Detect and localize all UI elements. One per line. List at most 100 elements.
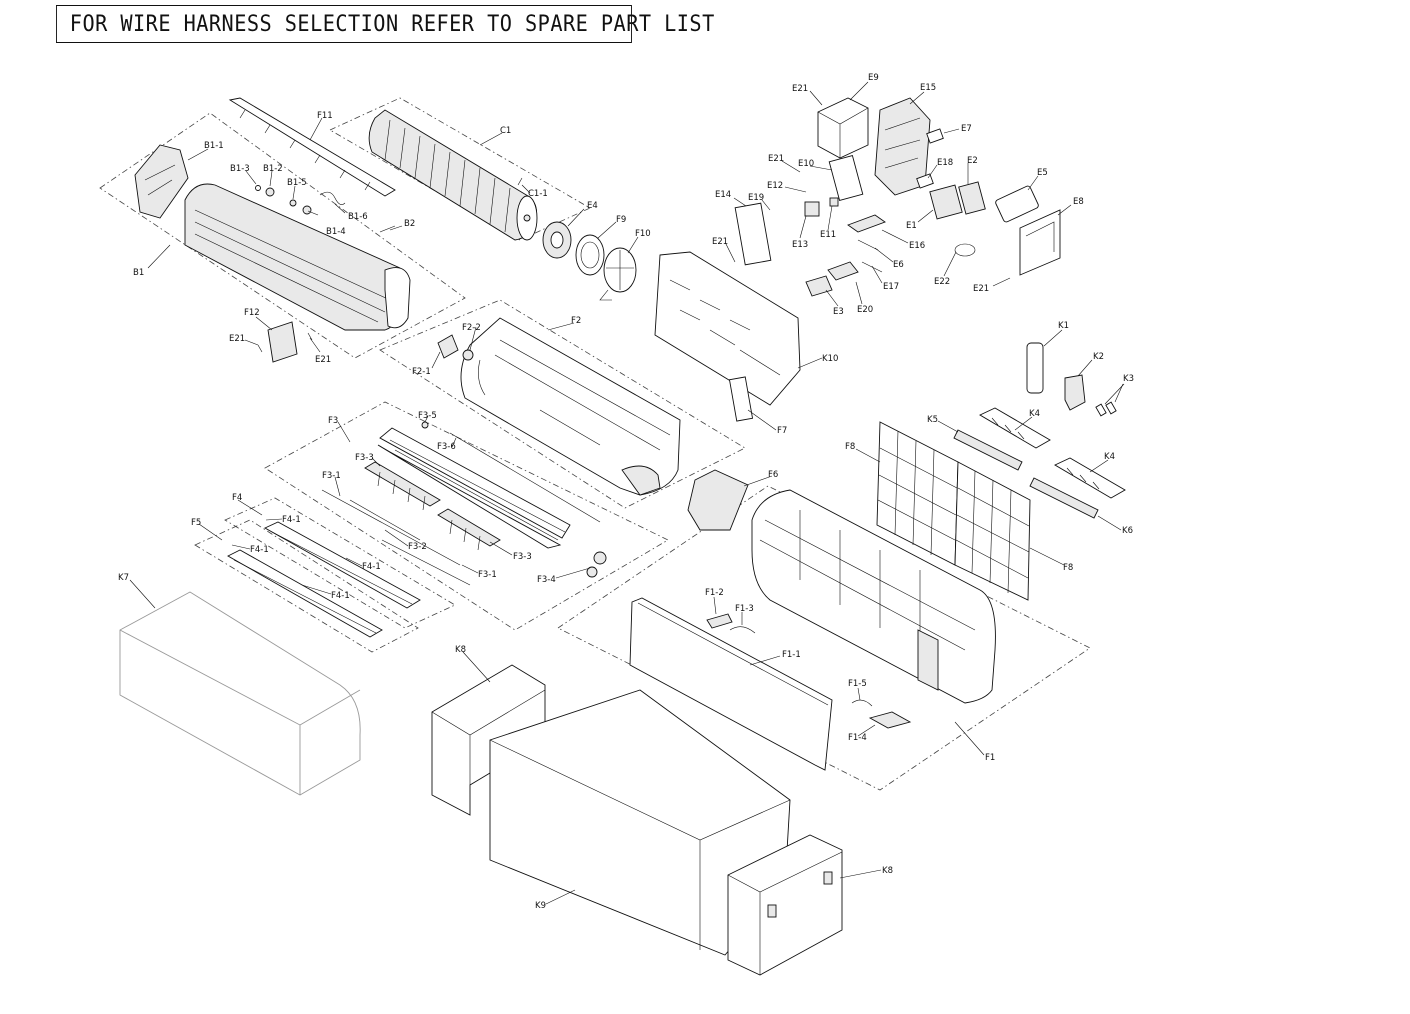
part-f12-bracket <box>267 321 298 363</box>
label-f4-1-d: F4-1 <box>331 591 350 601</box>
part-f3-3-blade-set-b <box>437 508 501 551</box>
label-e4: E4 <box>587 201 598 211</box>
label-e19: E19 <box>748 193 764 203</box>
part-f3-3-blade-set-a <box>364 461 441 511</box>
part-e4-fan-motor <box>542 221 572 259</box>
label-c1: C1 <box>500 126 511 136</box>
part-k7-protective-bag <box>119 591 361 796</box>
part-k10-back-frame <box>654 251 801 406</box>
label-b1-1: B1-1 <box>204 141 224 151</box>
part-f3-5-pin <box>421 421 429 429</box>
label-f1: F1 <box>985 753 995 763</box>
label-f1-5: F1-5 <box>848 679 867 689</box>
part-f3-1-link-b <box>381 539 471 586</box>
label-k4-a: K4 <box>1029 409 1040 419</box>
label-k1: K1 <box>1058 321 1069 331</box>
label-e5: E5 <box>1037 168 1048 178</box>
label-f4-1-b: F4-1 <box>250 545 269 555</box>
label-f3-5: F3-5 <box>418 411 437 421</box>
label-f3-4: F3-4 <box>537 575 556 585</box>
part-k4-filter-frame-a <box>979 407 1051 449</box>
part-k2-remote-holder <box>1064 374 1086 411</box>
label-b1-5: B1-5 <box>287 178 307 188</box>
label-f4: F4 <box>232 493 242 503</box>
label-e3: E3 <box>833 307 844 317</box>
label-k9: K9 <box>535 901 546 911</box>
label-e7: E7 <box>961 124 972 134</box>
part-e17-wire <box>861 261 883 273</box>
label-e11: E11 <box>820 230 836 240</box>
part-front-body <box>751 489 996 704</box>
label-f2: F2 <box>571 316 581 326</box>
label-e21-a: E21 <box>229 334 245 344</box>
label-e15: E15 <box>920 83 936 93</box>
part-e5-display-unit <box>995 185 1039 223</box>
part-f4-upper-flap <box>264 521 421 609</box>
label-e13: E13 <box>792 240 808 250</box>
part-e8-cover <box>1019 209 1061 276</box>
part-e22-thermistor <box>954 243 976 257</box>
part-e7-fuse <box>926 128 944 144</box>
label-e18: E18 <box>937 158 953 168</box>
label-f4-1-c: F4-1 <box>362 562 381 572</box>
label-e12: E12 <box>767 181 783 191</box>
label-k5: K5 <box>927 415 938 425</box>
label-f3-1-a: F3-1 <box>322 471 341 481</box>
part-e13-connector <box>804 201 820 217</box>
part-e3-thermistor-holder <box>805 275 833 297</box>
label-e14: E14 <box>715 190 731 200</box>
label-e20: E20 <box>857 305 873 315</box>
label-e16: E16 <box>909 241 925 251</box>
part-k4-filter-frame-b <box>1054 457 1126 499</box>
label-b1: B1 <box>133 268 144 278</box>
label-f12: F12 <box>244 308 260 318</box>
part-e9-control-box <box>817 97 869 159</box>
part-f3-1-link-a <box>321 489 461 566</box>
label-f7: F7 <box>777 426 787 436</box>
group-outline-b1 <box>99 112 466 359</box>
label-b1-4: B1-4 <box>326 227 346 237</box>
part-f11-strip <box>228 97 396 197</box>
label-f10: F10 <box>635 229 651 239</box>
label-k7: K7 <box>118 573 129 583</box>
label-e8: E8 <box>1073 197 1084 207</box>
group-outline-f5 <box>194 519 419 653</box>
part-b2-pin <box>379 225 396 233</box>
part-f2-2-bearing <box>462 349 474 361</box>
label-f1-3: F1-3 <box>735 604 754 614</box>
part-f2-1-damper <box>437 334 459 359</box>
label-f8-b: F8 <box>1063 563 1073 573</box>
label-f11: F11 <box>317 111 333 121</box>
part-labels: B1-1 B1-3 B1-2 B1-5 B1-6 B1-4 B2 B1 F11 … <box>118 73 1134 911</box>
label-f1-2: F1-2 <box>705 588 724 598</box>
label-k2: K2 <box>1093 352 1104 362</box>
label-c1-1: C1-1 <box>528 189 548 199</box>
part-f1-2-clip <box>706 613 733 629</box>
part-e1-pcb <box>929 184 963 220</box>
label-e21-b: E21 <box>315 355 331 365</box>
part-e20-sensor <box>827 261 859 281</box>
part-e16-cable-holder <box>847 214 886 233</box>
part-c1-1-screw <box>517 177 523 186</box>
label-e9: E9 <box>868 73 879 83</box>
part-e11-clip <box>829 197 839 207</box>
part-k1-remote-control <box>1026 342 1044 394</box>
part-f3-4-motor <box>586 551 607 578</box>
label-e21-c: E21 <box>792 84 808 94</box>
part-f1-3-spring <box>729 626 756 634</box>
label-f2-2: F2-2 <box>462 323 481 333</box>
part-f8-air-filter-left <box>876 421 959 566</box>
part-b1-1-side-plate <box>134 144 189 219</box>
part-f1-1-front-panel <box>629 597 833 771</box>
part-k5-filter <box>953 429 1023 471</box>
part-f3-6-shaft <box>449 432 601 523</box>
label-k8-b: K8 <box>882 866 893 876</box>
label-f3-2: F3-2 <box>408 542 427 552</box>
part-k3-batteries <box>1095 401 1117 417</box>
part-b1-heat-exchanger <box>184 183 411 331</box>
part-b1-2-bushing <box>265 187 275 197</box>
group-outline-f3 <box>264 401 669 631</box>
label-k6: K6 <box>1122 526 1133 536</box>
label-f5: F5 <box>191 518 201 528</box>
part-b1-3-screw <box>255 185 261 191</box>
